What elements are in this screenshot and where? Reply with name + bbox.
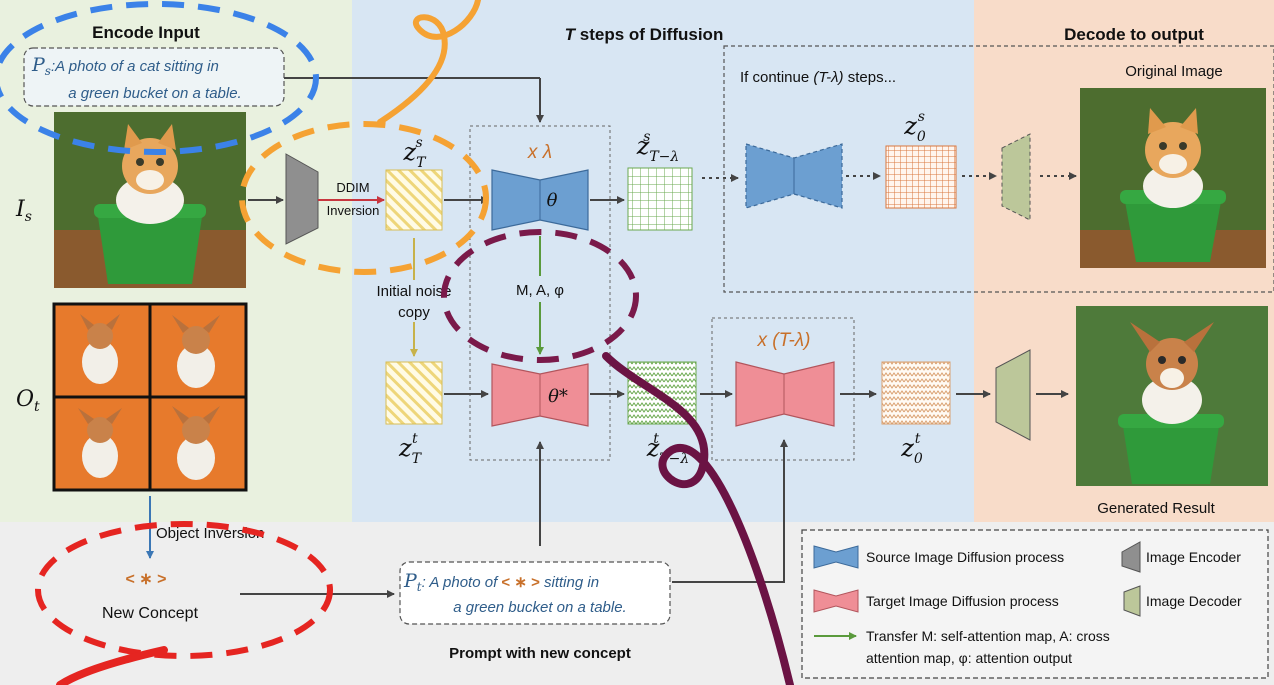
image-decoder <box>995 349 1031 441</box>
continue-label: If continue (T-λ) steps... <box>740 69 896 86</box>
latent-zT-source <box>385 169 443 231</box>
legend-encoder-swatch <box>1121 541 1141 573</box>
source-prompt-line2: a green bucket on a table. <box>68 85 241 102</box>
target-prompt-line2: a green bucket on a table. <box>453 599 626 616</box>
label-zT-source: zTs <box>403 135 428 171</box>
latent-z0-target <box>881 361 951 425</box>
transfer-label-bg <box>496 276 584 302</box>
object-image-label: Ot <box>16 387 40 415</box>
noise-copy-line1: Initial noise <box>376 283 451 300</box>
latent-zT-lambda-source <box>627 167 693 231</box>
latent-zT-target <box>385 361 443 425</box>
image-encoder <box>285 153 319 245</box>
diffusion-title: T steps of Diffusion <box>565 25 724 44</box>
theta-label: θ <box>547 190 558 211</box>
generated-result-label: Generated Result <box>1097 500 1215 517</box>
new-concept-token: < ∗ > <box>126 571 167 588</box>
latent-z0-source <box>885 145 957 209</box>
orange-annotation-stroke <box>377 0 481 125</box>
label-z0-source: z0s <box>903 109 926 145</box>
legend-decoder: Image Decoder <box>1146 593 1242 609</box>
target-prompt-box <box>399 561 671 625</box>
target-prompt-line1: Pt: A photo of < ∗ > sitting in <box>403 570 599 594</box>
label-z0-target: z0t <box>900 431 923 467</box>
legend-encoder: Image Encoder <box>1146 549 1241 565</box>
legend-source-process: Source Image Diffusion process <box>866 549 1064 565</box>
lambda-multiplier: x λ <box>527 142 552 163</box>
noise-copy-line2: copy <box>398 304 430 321</box>
transfer-label: M, A, φ <box>516 282 564 299</box>
continue-steps-box <box>723 45 1274 293</box>
label-zT-lambda-source: zT−λs <box>636 129 680 165</box>
legend-target-swatch <box>813 589 859 613</box>
red-dashed-annotation-circle <box>35 521 333 659</box>
object-inversion-label: Object Inversion <box>156 525 264 542</box>
ddim-label-line1: DDIM <box>336 180 369 195</box>
legend-decoder-swatch <box>1123 585 1141 617</box>
legend-transfer-line1: Transfer M: self-attention map, A: cross <box>866 628 1110 644</box>
red-annotation-stroke <box>56 646 168 685</box>
source-image-label: Is <box>15 197 32 225</box>
orange-dashed-annotation-circle <box>239 121 489 275</box>
theta-star-label: θ* <box>548 386 568 407</box>
object-images-grid <box>52 302 248 492</box>
prompt-section-title: Prompt with new concept <box>449 645 631 662</box>
prompt-t-to-rest-unet-arrow <box>672 439 788 583</box>
purple-annotation-stroke <box>602 352 794 685</box>
continue-decoder <box>1001 133 1031 221</box>
rest-multiplier: x (T-λ) <box>757 330 811 351</box>
source-prompt-line1: Ps:A photo of a cat sitting in <box>31 54 219 78</box>
generated-result-image <box>1076 306 1268 486</box>
legend-source-swatch <box>813 545 859 569</box>
ddim-label-line2: Inversion <box>327 203 380 218</box>
legend-transfer-line2: attention map, φ: attention output <box>866 650 1072 666</box>
encode-title: Encode Input <box>92 23 200 42</box>
lambda-steps-box <box>469 125 611 461</box>
decode-title: Decode to output <box>1064 25 1204 44</box>
purple-dashed-annotation-circle <box>441 229 639 363</box>
blue-dashed-annotation-circle <box>0 1 319 155</box>
legend-target-process: Target Image Diffusion process <box>866 593 1059 609</box>
source-cat-image <box>54 112 246 288</box>
legend-box <box>801 529 1269 679</box>
original-image-label: Original Image <box>1125 63 1223 80</box>
new-concept-label: New Concept <box>102 605 199 622</box>
label-zT-target: zTt <box>398 431 423 467</box>
original-cat-image <box>1080 88 1266 268</box>
